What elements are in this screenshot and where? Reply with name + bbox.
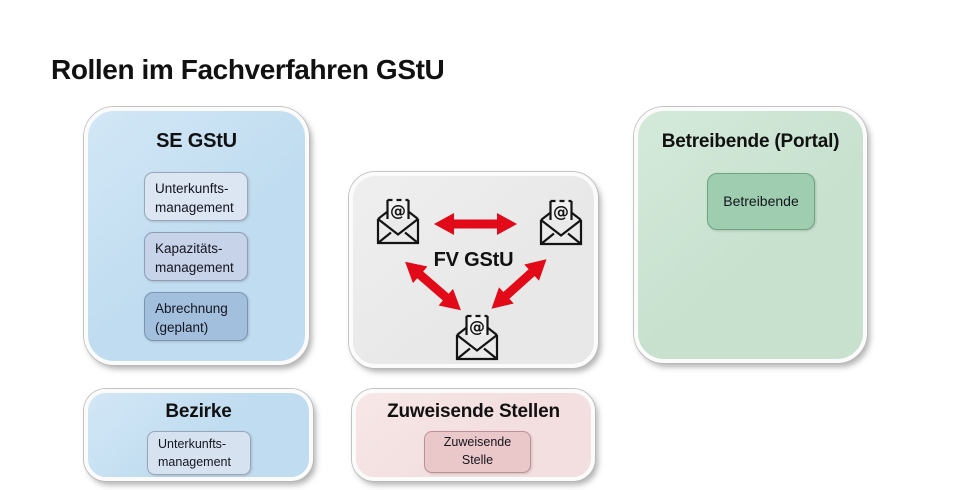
email-at-icon: @ bbox=[376, 198, 420, 245]
panel-bezirke-title: Bezirke bbox=[165, 401, 232, 422]
panel-zuweisende-stellen: Zuweisende Stellen Zuweisende Stelle bbox=[352, 389, 595, 481]
role-box-bezirke-unterkunftsmanagement: Unterkunfts- management bbox=[147, 431, 251, 475]
double-arrow-horizontal bbox=[434, 213, 517, 235]
panel-se-gstu-title: SE GStU bbox=[156, 130, 237, 152]
panel-betreibende-portal: Betreibende (Portal) Betreibende bbox=[634, 107, 867, 363]
email-at-icon: @ bbox=[539, 199, 583, 246]
role-box-zuweisende-stelle: Zuweisende Stelle bbox=[424, 431, 531, 473]
role-box-betreibende: Betreibende bbox=[707, 173, 815, 230]
role-box-abrechnung: Abrechnung (geplant) bbox=[144, 292, 248, 341]
role-box-kapazitaetsmanagement: Kapazitäts- management bbox=[144, 232, 248, 281]
email-at-icon: @ bbox=[455, 314, 499, 361]
panel-bezirke: Bezirke Unterkunfts- management bbox=[84, 389, 313, 481]
svg-text:@: @ bbox=[469, 317, 485, 336]
svg-text:@: @ bbox=[390, 201, 406, 220]
double-arrow-diagonal-right bbox=[491, 259, 547, 309]
page-title: Rollen im Fachverfahren GStU bbox=[51, 54, 445, 85]
panel-se-gstu: SE GStU Unterkunfts- management Kapazitä… bbox=[84, 107, 309, 365]
panel-betreibende-title: Betreibende (Portal) bbox=[661, 131, 840, 152]
svg-text:@: @ bbox=[553, 202, 569, 221]
panel-fv-gstu: @ @ @ bbox=[349, 172, 598, 368]
double-arrow-diagonal-left bbox=[405, 261, 461, 311]
panel-fv-gstu-title: FV GStU bbox=[433, 249, 514, 271]
role-box-unterkunftsmanagement: Unterkunfts- management bbox=[144, 172, 248, 221]
panel-zuweisende-title: Zuweisende Stellen bbox=[387, 401, 560, 422]
